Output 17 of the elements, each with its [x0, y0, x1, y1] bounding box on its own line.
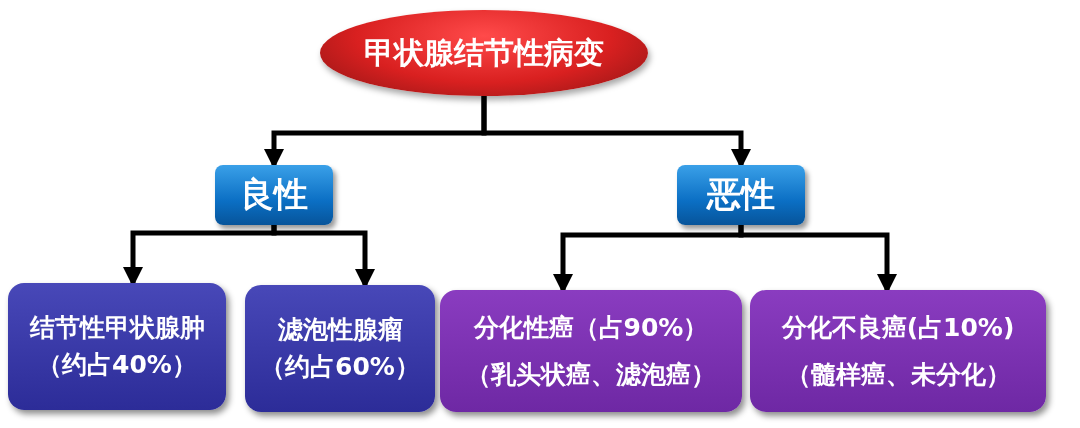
node-text: （髓样癌、未分化） [785, 359, 1011, 391]
type-box [440, 290, 742, 412]
node-text: （乳头状癌、滤泡癌） [466, 359, 716, 391]
node-text: 滤泡性腺瘤 [277, 314, 403, 347]
node-text: 分化不良癌(占10%) [781, 311, 1015, 344]
type-box [245, 285, 435, 412]
node-text: （约占60%） [260, 350, 420, 383]
category-box [677, 165, 805, 225]
category-box [215, 165, 333, 225]
type-box [750, 290, 1046, 412]
node-text: 分化性癌（占90%） [473, 311, 709, 344]
node-text: 甲状腺结节性病变 [364, 33, 604, 72]
type-box [8, 283, 226, 410]
node-text: 良性 [240, 173, 308, 216]
node-text: （约占40%） [37, 348, 197, 381]
node-text: 结节性甲状腺肿 [29, 312, 205, 345]
node-text: 恶性 [707, 173, 775, 216]
